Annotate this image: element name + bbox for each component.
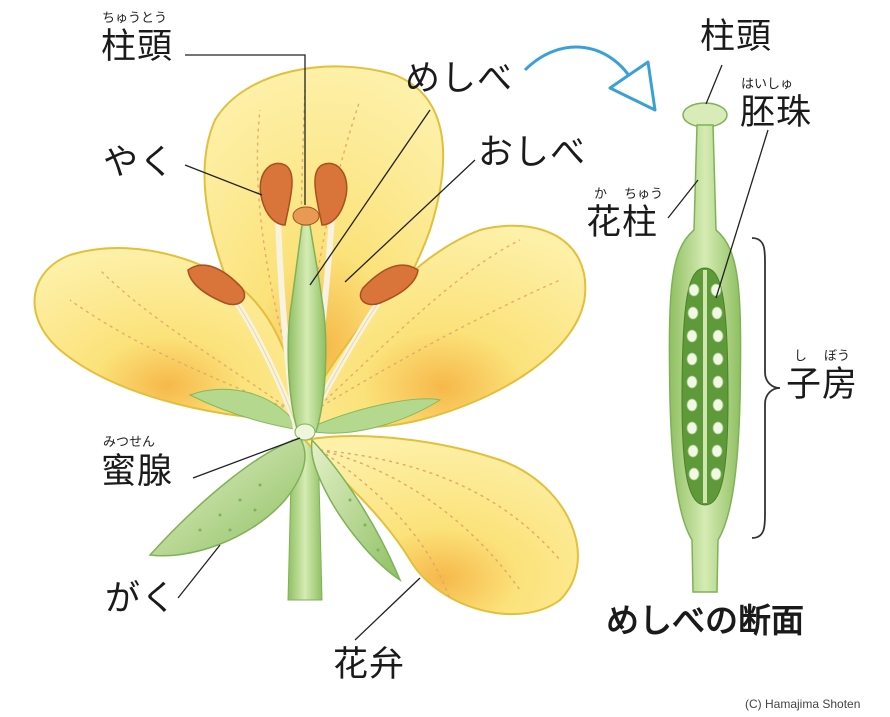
label-ovary: 子房 (786, 365, 859, 405)
anther-l (187, 264, 246, 306)
label-nectary: 蜜腺 (101, 452, 174, 492)
anther-r (359, 264, 419, 306)
label-stamen: おしべ (478, 133, 587, 173)
credit: (C) Hamajima Shoten (745, 697, 861, 711)
pistil-stigma (292, 206, 320, 226)
ovary-ruby-shi: し (794, 349, 808, 364)
label-pistil: めしべ (405, 59, 514, 99)
style-ruby-chu: ちゅう (624, 187, 664, 202)
sepal-right (310, 438, 402, 583)
label-stigma: 柱頭 (101, 27, 174, 67)
label-anther: やく (103, 143, 176, 183)
stigma-ruby: ちゅうとう (102, 11, 168, 26)
label-petal: 花弁 (333, 645, 406, 685)
anther-tl (259, 162, 293, 226)
label-stigma-section: 柱頭 (700, 17, 773, 57)
style-ruby-ka: か (594, 187, 608, 202)
section-title: めしべの断面 (606, 601, 804, 640)
arrow-icon (523, 45, 657, 112)
nectary-ruby: みつせん (103, 435, 156, 450)
flower (33, 65, 587, 615)
label-ovule: 胚珠 (740, 93, 813, 133)
ovary-bracket (751, 237, 781, 539)
leader-lines (177, 54, 769, 641)
label-sepal: がく (105, 579, 178, 619)
sepal-left (148, 437, 306, 557)
pistil-section (668, 102, 742, 593)
ovule-ruby: はいしゅ (741, 77, 794, 92)
anther-tr (314, 162, 348, 226)
petal-front-right (303, 435, 579, 615)
ovules (686, 283, 724, 481)
nectary (294, 423, 316, 441)
ovary-ruby-bo: ぼう (824, 349, 851, 364)
label-style: 花柱 (586, 203, 659, 243)
